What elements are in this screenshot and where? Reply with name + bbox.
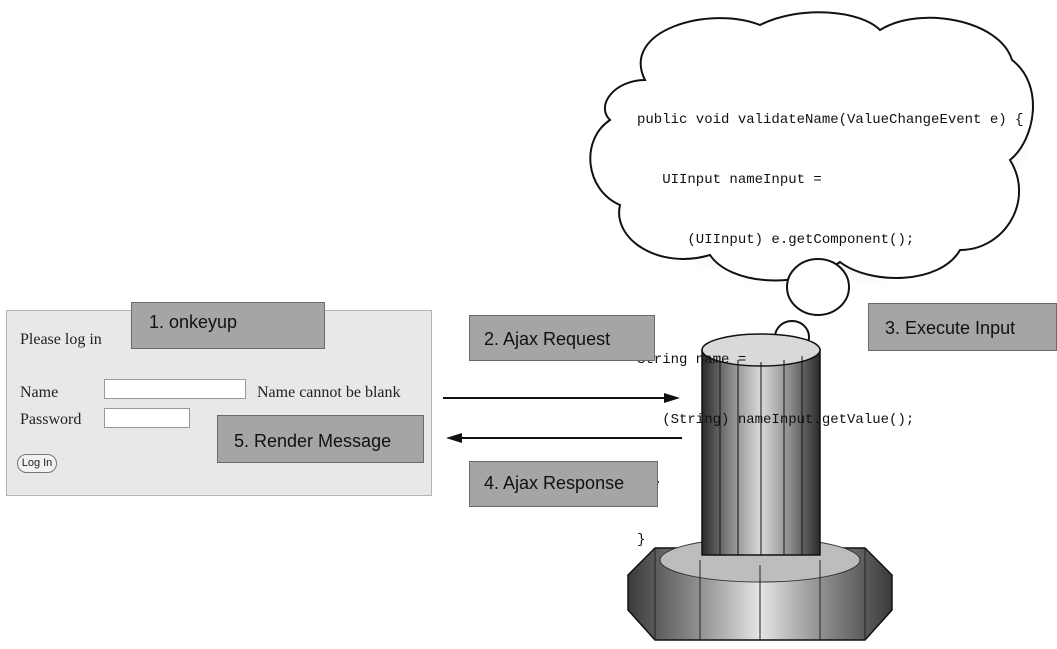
- step-execute-input-text: 3. Execute Input: [885, 318, 1016, 338]
- arrow-ajax-request-head: [664, 393, 680, 403]
- password-label: Password: [20, 411, 82, 428]
- code-line: (UIInput) e.getComponent();: [637, 232, 915, 248]
- cloud-body: [589, 11, 1034, 282]
- code-line: String name =: [637, 352, 747, 368]
- login-button[interactable]: Log In: [17, 454, 57, 473]
- step-ajax-request-text: 2. Ajax Request: [484, 329, 611, 349]
- step-ajax-response-text: 4. Ajax Response: [484, 473, 625, 493]
- step-render-message-text: 5. Render Message: [234, 431, 392, 451]
- step-ajax-request-label: 2. Ajax Request: [469, 315, 655, 361]
- code-line: }: [637, 532, 646, 548]
- arrow-ajax-response-head: [446, 433, 462, 443]
- code-line: ...: [637, 470, 1023, 490]
- thought-bubble-large: [786, 258, 850, 316]
- code-line: public void validateName(ValueChangeEven…: [637, 112, 1024, 128]
- step-onkeyup-label: 1. onkeyup: [131, 302, 325, 349]
- code-line: UIInput nameInput =: [637, 172, 822, 188]
- step-ajax-response-label: 4. Ajax Response: [469, 461, 658, 507]
- password-input[interactable]: [104, 408, 190, 428]
- login-title: Please log in: [20, 331, 102, 348]
- server-icon: [627, 333, 893, 641]
- step-execute-input-label: 3. Execute Input: [868, 303, 1057, 351]
- name-input[interactable]: [104, 379, 246, 399]
- name-error-message: Name cannot be blank: [257, 384, 401, 401]
- name-label: Name: [20, 384, 59, 401]
- code-line: (String) nameInput.getValue();: [637, 412, 915, 428]
- step-onkeyup-text: 1. onkeyup: [149, 312, 238, 332]
- step-render-message-label: 5. Render Message: [217, 415, 424, 463]
